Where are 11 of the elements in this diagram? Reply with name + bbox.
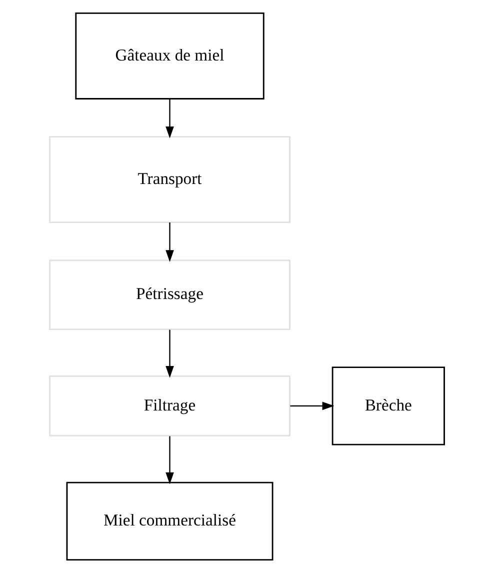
node-box: Gâteaux de miel <box>75 12 264 100</box>
arrow <box>290 402 334 410</box>
arrow <box>166 330 174 378</box>
arrow <box>166 436 174 484</box>
node-box: Brèche <box>332 366 445 446</box>
arrow <box>166 98 174 138</box>
node-box: Pétrissage <box>49 260 290 330</box>
arrow <box>166 222 174 262</box>
node-box: Transport <box>49 136 290 224</box>
node-box: Miel commercialisé <box>66 482 274 560</box>
node-box: Filtrage <box>49 376 290 436</box>
